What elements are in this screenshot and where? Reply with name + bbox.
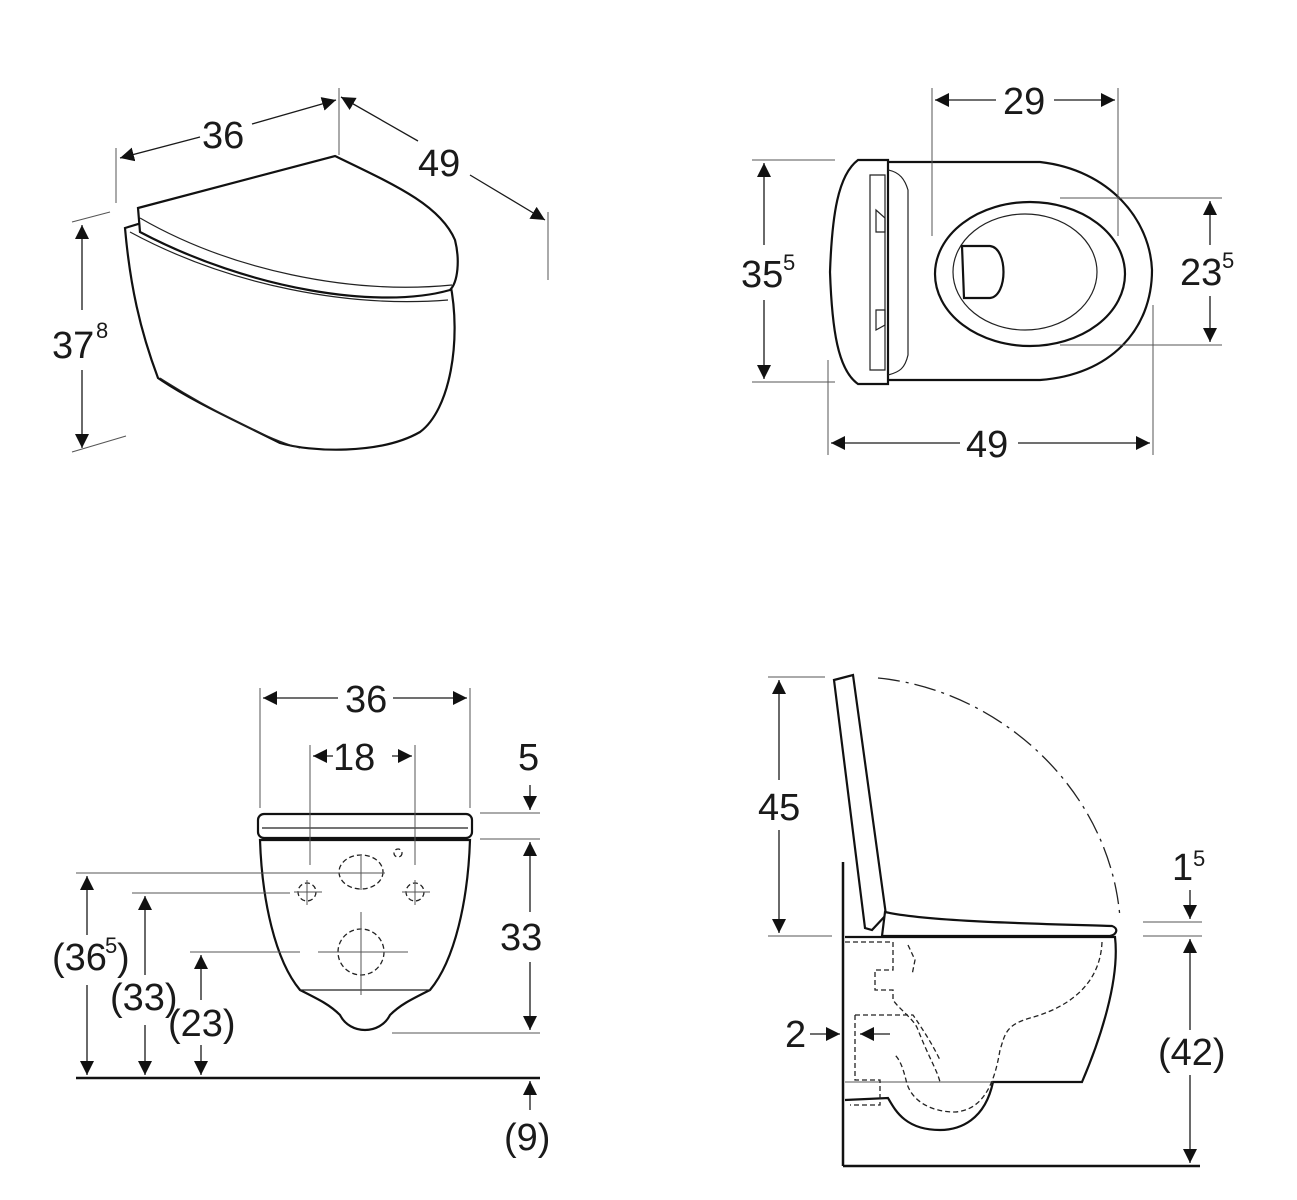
front-inlet-height-sup: 5 — [105, 933, 117, 958]
top-opening-label: 29 — [1003, 81, 1045, 123]
front-seat-thickness-label: 5 — [518, 737, 539, 779]
iso-width-label: 36 — [202, 115, 244, 157]
front-seat — [256, 812, 474, 840]
top-width-sup: 5 — [783, 250, 795, 275]
iso-height-label: 37 — [52, 325, 94, 367]
iso-height-sup: 8 — [96, 318, 108, 343]
top-bowl-width-label: 23 — [1180, 252, 1222, 294]
side-wall-gap-label: 2 — [785, 1014, 806, 1056]
front-inlet-height-label: (36 — [52, 937, 107, 979]
front-inlet-height-close: ) — [117, 937, 130, 979]
side-lid-open — [832, 673, 888, 932]
side-seat — [880, 910, 1118, 938]
top-depth-label: 49 — [966, 424, 1008, 466]
top-width-label: 35 — [741, 254, 783, 296]
front-view: 36 18 5 33 (9) (36 5 ) (33) — [52, 679, 550, 1159]
side-view: 45 1 5 (42) 2 — [758, 673, 1226, 1168]
side-gap-sup: 5 — [1193, 846, 1205, 871]
top-drain — [960, 244, 1005, 300]
front-bowl-height-label: 33 — [500, 917, 542, 959]
top-bowl-rim — [933, 200, 1127, 348]
isometric-view: 36 49 37 8 — [52, 88, 549, 453]
side-gap-label: 1 — [1172, 847, 1193, 889]
top-bowl-width-sup: 5 — [1222, 248, 1234, 273]
top-seat-panel — [828, 158, 890, 386]
front-outlet-height-label: (23) — [168, 1003, 236, 1045]
side-lid-height-label: 45 — [758, 787, 800, 829]
lid-swing-arc — [877, 677, 1121, 919]
lid — [136, 154, 459, 299]
front-width-label: 36 — [345, 679, 387, 721]
front-floor-offset-label: (9) — [504, 1117, 550, 1159]
top-view: 29 35 5 23 5 49 — [741, 81, 1234, 466]
front-bowl — [258, 838, 472, 1031]
front-fixing-height-label: (33) — [110, 977, 178, 1019]
iso-depth-label: 49 — [418, 143, 460, 185]
side-rim-height-label: (42) — [1158, 1032, 1226, 1074]
front-fixing-label: 18 — [333, 737, 375, 779]
